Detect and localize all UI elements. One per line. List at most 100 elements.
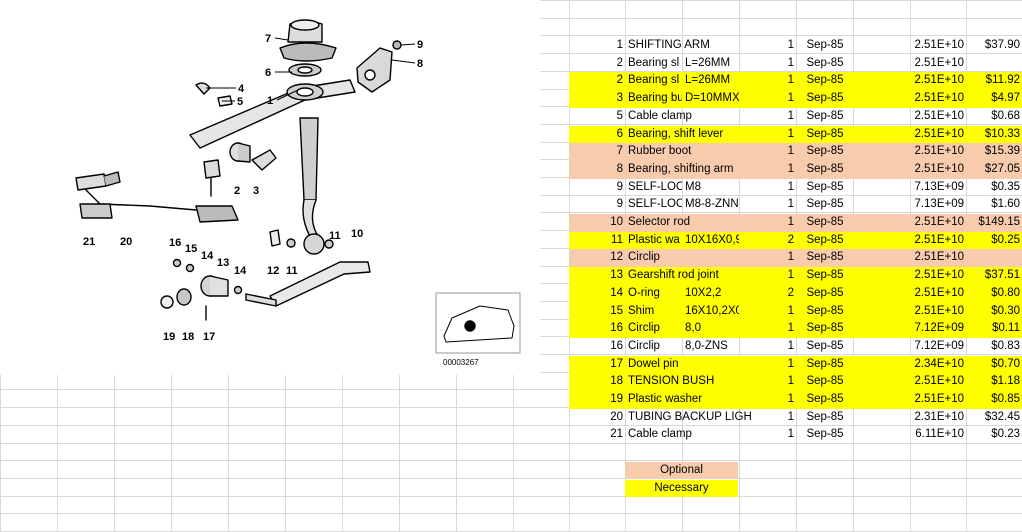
price-cell[interactable]: $11.92 — [985, 74, 1020, 86]
spec-cell[interactable]: M8-8-ZNN — [685, 198, 739, 210]
date-cell[interactable]: Sep-85 — [806, 234, 844, 246]
quantity-cell[interactable]: 1 — [787, 110, 794, 122]
item-number-cell[interactable]: 9 — [616, 181, 623, 193]
price-cell[interactable]: $0.30 — [991, 305, 1020, 317]
description-cell[interactable]: Bearing sl — [628, 74, 680, 86]
spec-cell[interactable] — [682, 391, 739, 408]
price-cell[interactable]: $27.05 — [984, 163, 1020, 175]
part-number-cell[interactable]: 2.51E+10 — [914, 393, 964, 405]
date-cell[interactable]: Sep-85 — [806, 39, 844, 51]
spec-cell[interactable]: 16X10,2X0 — [685, 305, 739, 317]
description-cell[interactable]: Bearing, shifting arm — [628, 163, 734, 175]
item-number-cell[interactable]: 12 — [610, 251, 623, 263]
price-cell[interactable] — [966, 55, 1022, 72]
spec-cell[interactable] — [682, 214, 739, 231]
spec-cell[interactable] — [682, 373, 739, 390]
part-number-cell[interactable]: 7.12E+09 — [914, 322, 964, 334]
description-cell[interactable]: SELF-LOCK — [628, 181, 682, 193]
item-number-cell[interactable]: 5 — [616, 110, 623, 122]
spec-cell[interactable] — [682, 108, 739, 125]
item-number-cell[interactable]: 21 — [610, 428, 623, 440]
spec-cell[interactable]: 10X16X0,9 — [685, 234, 739, 246]
date-cell[interactable]: Sep-85 — [806, 411, 844, 423]
price-cell[interactable]: $0.23 — [991, 428, 1020, 440]
description-cell[interactable]: Gearshift rod joint — [628, 269, 719, 281]
part-number-cell[interactable]: 2.31E+10 — [914, 411, 964, 423]
item-number-cell[interactable]: 6 — [616, 128, 623, 140]
part-number-cell[interactable]: 2.51E+10 — [914, 39, 964, 51]
price-cell[interactable]: $10.33 — [984, 128, 1020, 140]
quantity-cell[interactable]: 1 — [787, 57, 794, 69]
quantity-cell[interactable]: 1 — [787, 181, 794, 193]
spec-cell[interactable] — [682, 161, 739, 178]
spec-cell[interactable] — [682, 356, 739, 373]
description-cell[interactable]: Cable clamp — [628, 110, 692, 122]
spec-cell[interactable] — [682, 37, 739, 54]
part-number-cell[interactable]: 2.51E+10 — [914, 92, 964, 104]
part-number-cell[interactable]: 2.51E+10 — [914, 145, 964, 157]
item-number-cell[interactable]: 13 — [610, 269, 623, 281]
spec-cell[interactable] — [682, 126, 739, 143]
date-cell[interactable]: Sep-85 — [806, 358, 844, 370]
item-number-cell[interactable]: 8 — [616, 163, 623, 175]
quantity-cell[interactable]: 1 — [787, 428, 794, 440]
item-number-cell[interactable]: 3 — [616, 92, 623, 104]
quantity-cell[interactable]: 1 — [787, 198, 794, 210]
quantity-cell[interactable]: 1 — [787, 145, 794, 157]
part-number-cell[interactable]: 6.11E+10 — [915, 428, 964, 440]
price-cell[interactable] — [966, 249, 1022, 266]
price-cell[interactable]: $0.68 — [991, 110, 1020, 122]
part-number-cell[interactable]: 2.34E+10 — [914, 358, 964, 370]
price-cell[interactable]: $0.35 — [991, 181, 1020, 193]
quantity-cell[interactable]: 1 — [787, 39, 794, 51]
quantity-cell[interactable]: 1 — [787, 92, 794, 104]
part-number-cell[interactable]: 7.12E+09 — [914, 340, 964, 352]
spec-cell[interactable]: 8,0 — [685, 322, 701, 334]
spec-cell[interactable] — [682, 143, 739, 160]
description-cell[interactable]: Selector rod — [628, 216, 691, 228]
item-number-cell[interactable]: 19 — [610, 393, 623, 405]
spec-cell[interactable]: 8,0-ZNS — [685, 340, 728, 352]
item-number-cell[interactable]: 1 — [616, 39, 623, 51]
part-number-cell[interactable]: 2.51E+10 — [914, 305, 964, 317]
part-number-cell[interactable]: 2.51E+10 — [914, 110, 964, 122]
price-cell[interactable]: $0.70 — [991, 358, 1020, 370]
quantity-cell[interactable]: 2 — [787, 234, 794, 246]
item-number-cell[interactable]: 20 — [610, 411, 623, 423]
price-cell[interactable]: $37.90 — [984, 39, 1020, 51]
date-cell[interactable]: Sep-85 — [806, 428, 844, 440]
description-cell[interactable]: SHIFTING ARM — [628, 39, 710, 51]
quantity-cell[interactable]: 1 — [787, 269, 794, 281]
item-number-cell[interactable]: 14 — [610, 287, 623, 299]
item-number-cell[interactable]: 16 — [610, 322, 623, 334]
date-cell[interactable]: Sep-85 — [806, 269, 844, 281]
price-cell[interactable]: $0.83 — [991, 340, 1020, 352]
price-cell[interactable]: $15.39 — [984, 145, 1020, 157]
item-number-cell[interactable]: 2 — [616, 74, 623, 86]
description-cell[interactable]: Circlip — [628, 322, 660, 334]
item-number-cell[interactable]: 18 — [610, 375, 623, 387]
date-cell[interactable]: Sep-85 — [806, 181, 844, 193]
spec-cell[interactable]: L=26MM — [685, 57, 731, 69]
price-cell[interactable]: $1.18 — [991, 375, 1020, 387]
description-cell[interactable]: Circlip — [628, 251, 660, 263]
date-cell[interactable]: Sep-85 — [806, 198, 844, 210]
part-number-cell[interactable]: 2.51E+10 — [914, 375, 964, 387]
date-cell[interactable]: Sep-85 — [806, 128, 844, 140]
date-cell[interactable]: Sep-85 — [806, 110, 844, 122]
price-cell[interactable]: $0.80 — [991, 287, 1020, 299]
description-cell[interactable]: Bearing bu — [628, 92, 682, 104]
quantity-cell[interactable]: 1 — [787, 163, 794, 175]
part-number-cell[interactable]: 7.13E+09 — [914, 198, 964, 210]
part-number-cell[interactable]: 2.51E+10 — [914, 128, 964, 140]
item-number-cell[interactable]: 17 — [610, 358, 623, 370]
date-cell[interactable]: Sep-85 — [806, 216, 844, 228]
description-cell[interactable]: TENSION BUSH — [628, 375, 715, 387]
quantity-cell[interactable]: 1 — [787, 251, 794, 263]
description-cell[interactable]: Cable clamp — [628, 428, 692, 440]
date-cell[interactable]: Sep-85 — [806, 57, 844, 69]
quantity-cell[interactable]: 1 — [787, 128, 794, 140]
spec-cell[interactable]: D=10MMX — [685, 92, 739, 104]
date-cell[interactable]: Sep-85 — [806, 340, 844, 352]
item-number-cell[interactable]: 16 — [610, 340, 623, 352]
